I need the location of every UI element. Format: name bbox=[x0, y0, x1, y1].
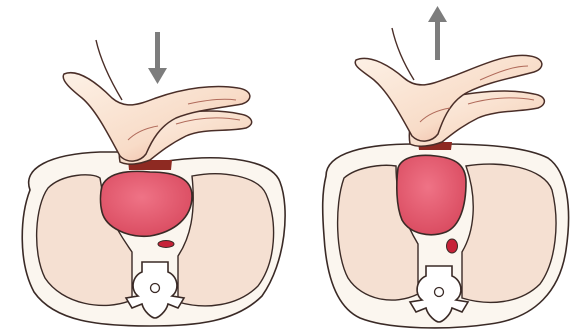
arrow-up-icon bbox=[428, 6, 447, 60]
aorta bbox=[447, 239, 458, 253]
aorta bbox=[158, 241, 174, 248]
heart-expanded bbox=[397, 155, 466, 234]
panel-release bbox=[323, 6, 569, 328]
panel-compression bbox=[22, 32, 285, 326]
hands-icon bbox=[355, 28, 544, 146]
spinal-canal bbox=[435, 288, 444, 297]
arrow-down-icon bbox=[148, 32, 167, 84]
spinal-canal bbox=[151, 284, 160, 293]
lung-right bbox=[462, 164, 556, 302]
